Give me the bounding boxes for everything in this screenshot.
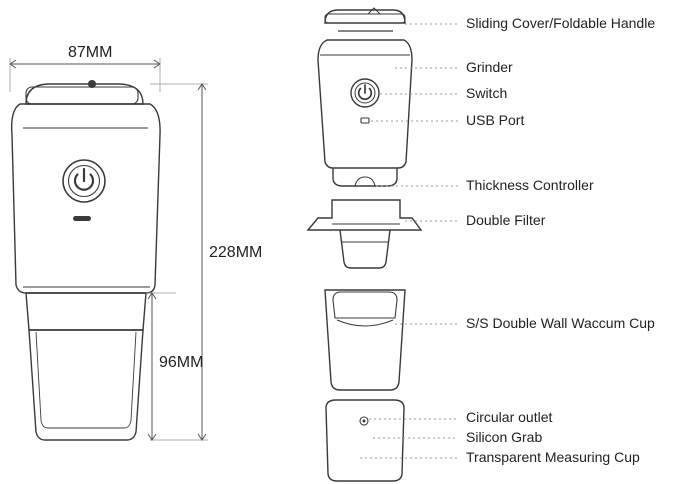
- grinder-switch-icon: [350, 78, 380, 108]
- usb-port-icon: [73, 216, 91, 221]
- power-switch-icon: [62, 159, 106, 203]
- transparent-cup-outline: [28, 329, 144, 441]
- part-label-thickness-controller: Thickness Controller: [466, 177, 594, 193]
- part-label-grinder: Grinder: [466, 59, 513, 75]
- part-label-usb-port: USB Port: [466, 112, 525, 128]
- part-label-switch: Switch: [466, 85, 508, 101]
- thickness-controller-part: [332, 168, 398, 187]
- grinder-usb-icon: [360, 117, 370, 124]
- exploded-view: [306, 7, 423, 482]
- double-filter-part: [306, 199, 423, 269]
- lid-knob-icon: [88, 80, 96, 88]
- cup-height-dimension-label: 96MM: [159, 354, 204, 371]
- assembled-grinder: [9, 58, 208, 441]
- lid-outline: [25, 83, 144, 105]
- circular-outlet-icon: [359, 416, 369, 426]
- part-label-double-filter: Double Filter: [466, 212, 546, 228]
- part-label-circular-outlet: Circular outlet: [466, 409, 553, 425]
- part-label-silicon-grab: Silicon Grab: [466, 429, 543, 445]
- sliding-cover-part: [324, 7, 406, 32]
- part-label-double-wall-cup: S/S Double Wall Waccum Cup: [466, 315, 655, 331]
- grinder-body-outline: [10, 103, 161, 294]
- cup-band-outline: [25, 292, 147, 331]
- measuring-cup-part: [325, 399, 405, 482]
- part-label-sliding-cover: Sliding Cover/Foldable Handle: [466, 15, 656, 31]
- total-height-dimension-label: 228MM: [209, 244, 263, 261]
- leader-lines: [360, 23, 458, 459]
- grinder-part: [317, 39, 413, 169]
- double-wall-cup-part: [324, 289, 406, 391]
- part-label-measuring-cup: Transparent Measuring Cup: [466, 449, 640, 465]
- width-dimension-label: 87MM: [68, 44, 113, 61]
